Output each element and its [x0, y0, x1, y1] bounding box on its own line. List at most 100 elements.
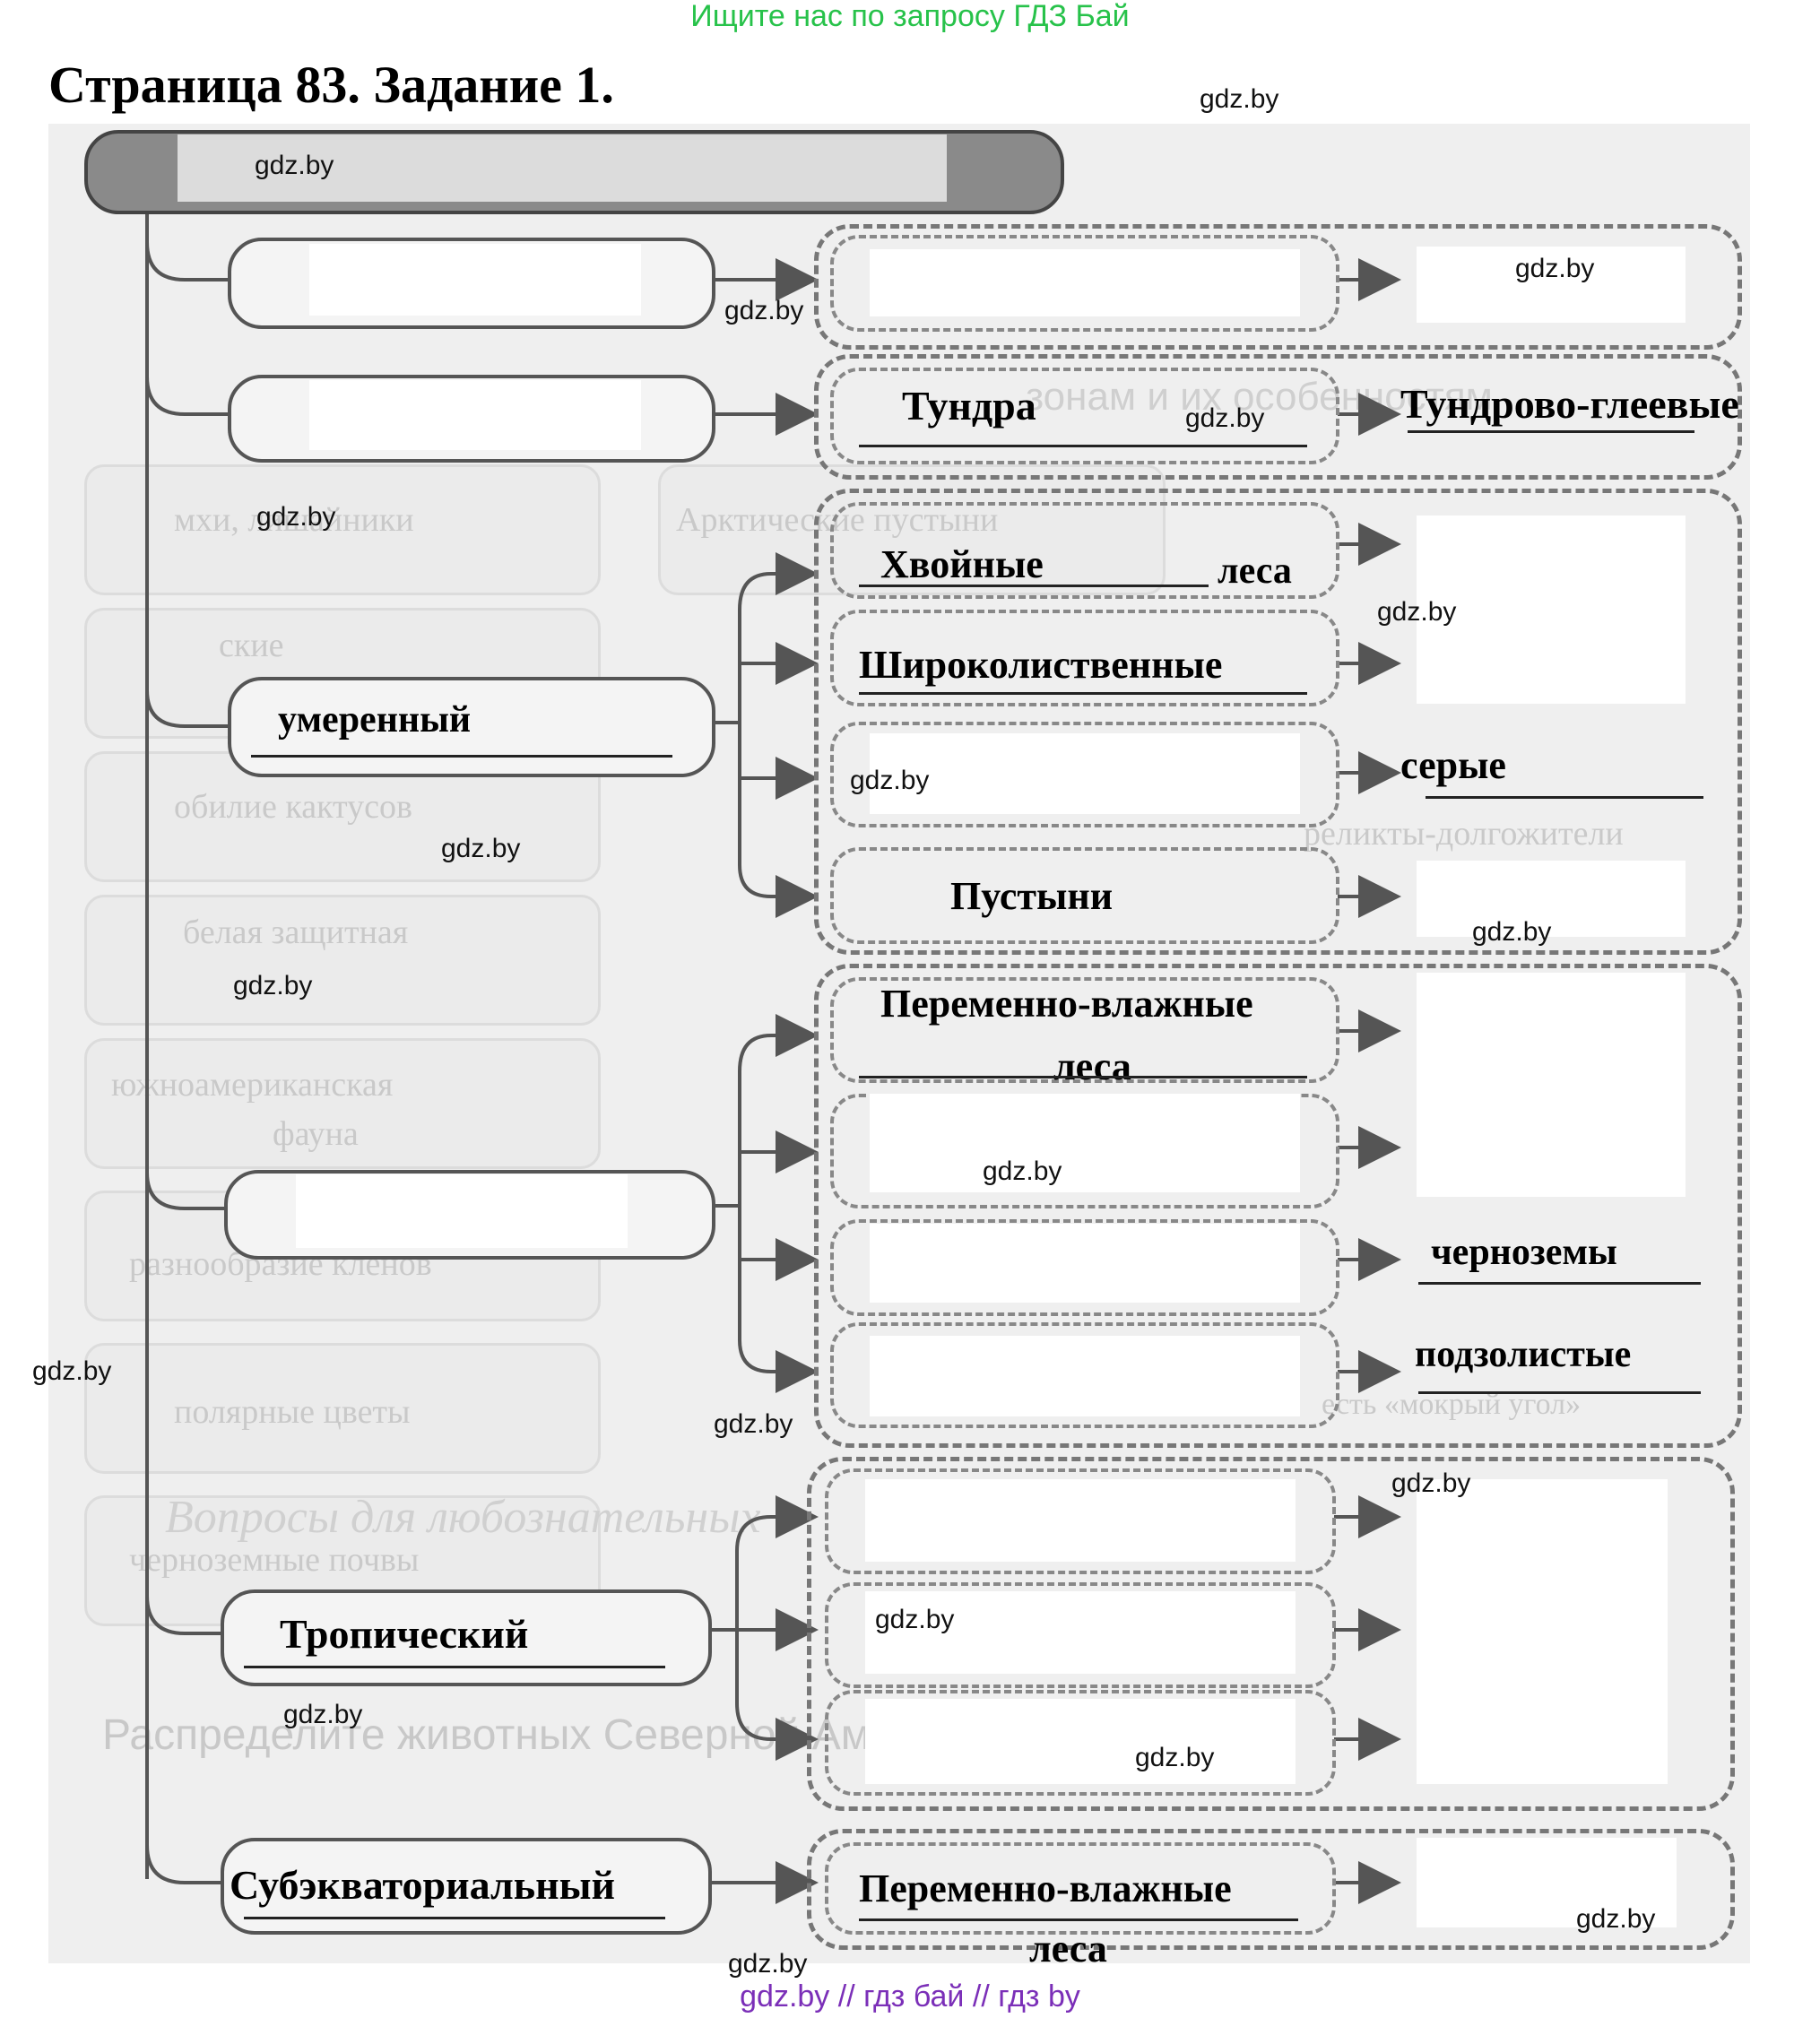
background-card [84, 895, 601, 1026]
answer-underline [859, 1076, 1307, 1078]
footer-links: gdz.by // гдз бай // гдз by [740, 1979, 1080, 2014]
zone-box[interactable] [825, 1842, 1336, 1935]
zone-group-1 [814, 224, 1742, 350]
zone-label-sub-variably-humid-2: леса [1029, 1927, 1107, 1970]
blank-answer[interactable] [865, 1479, 1296, 1562]
search-banner: Ищите нас по запросу ГДЗ Бай [690, 0, 1130, 33]
zone-box[interactable] [830, 1219, 1339, 1316]
watermark: gdz.by [875, 1605, 955, 1634]
watermark: gdz.by [1515, 254, 1595, 283]
blank-answer[interactable] [870, 733, 1300, 814]
blank-answer[interactable] [1417, 973, 1686, 1197]
answer-underline [1418, 1282, 1701, 1285]
blank-answer[interactable] [309, 380, 641, 450]
background-card [84, 1343, 601, 1474]
zone-box[interactable] [830, 368, 1339, 464]
answer-underline [859, 445, 1307, 447]
blank-answer[interactable] [870, 1336, 1300, 1416]
background-card [84, 1038, 601, 1169]
blank-answer[interactable] [870, 1224, 1300, 1303]
blank-answer[interactable] [1417, 1479, 1668, 1784]
zone-label-tundra: Тундра [902, 383, 1036, 429]
watermark: gdz.by [1391, 1468, 1471, 1498]
zone-box[interactable] [825, 1690, 1336, 1796]
answer-underline [859, 692, 1307, 695]
blank-answer[interactable] [1417, 1838, 1677, 1927]
zone-label-coniferous: Хвойные [880, 542, 1044, 586]
blank-answer[interactable] [865, 1591, 1296, 1674]
zone-label-sub-variably-humid: Переменно-влажные [859, 1866, 1232, 1910]
blank-answer[interactable] [1417, 515, 1686, 704]
watermark: gdz.by [1200, 84, 1279, 114]
zone-box[interactable] [825, 1468, 1336, 1574]
soil-label-chernozems: черноземы [1431, 1232, 1617, 1273]
watermark: gdz.by [1472, 917, 1552, 947]
blank-answer[interactable] [870, 1094, 1300, 1192]
background-text: Вопросы для любознательных [165, 1492, 761, 1543]
zone-box[interactable] [830, 722, 1339, 827]
zone-label-deserts: Пустыни [950, 874, 1114, 918]
zone-label-variably-humid-2: леса [1053, 1044, 1131, 1088]
zone-label-forests-suffix: леса [1218, 550, 1292, 592]
watermark: gdz.by [441, 834, 521, 863]
answer-underline [1426, 796, 1703, 799]
background-text: белая защитная [183, 914, 409, 951]
zone-group-tropical [807, 1457, 1735, 1811]
background-text: фауна [273, 1115, 359, 1153]
background-card [84, 464, 601, 595]
climate-label-subequatorial: Субэкваториальный [230, 1862, 616, 1908]
zone-box[interactable] [830, 977, 1339, 1083]
zone-box[interactable] [830, 502, 1339, 599]
zone-box[interactable] [830, 1322, 1339, 1428]
watermark: gdz.by [233, 971, 313, 1000]
watermark: gdz.by [1576, 1904, 1656, 1934]
background-text: ские [219, 627, 284, 664]
watermark: gdz.by [1377, 597, 1457, 627]
watermark: gdz.by [32, 1356, 112, 1386]
background-text: реликты-долгожители [1304, 815, 1624, 853]
zone-group-subequatorial [807, 1829, 1735, 1950]
blank-answer[interactable] [309, 244, 641, 316]
background-text: мхи, лишайники [174, 501, 414, 539]
blank-answer[interactable] [870, 249, 1300, 316]
answer-underline [244, 1666, 665, 1668]
zone-box[interactable] [830, 847, 1339, 944]
blank-answer[interactable] [296, 1174, 628, 1248]
background-text: зонам и их особенностям [1026, 375, 1493, 419]
blank-answer[interactable] [1417, 861, 1686, 937]
header-blank [178, 134, 947, 202]
zone-box[interactable] [830, 610, 1339, 706]
climate-box-temperate[interactable] [228, 677, 715, 777]
zone-group-temperate [814, 489, 1742, 955]
watermark: gdz.by [1135, 1743, 1215, 1772]
blank-answer[interactable] [1417, 247, 1686, 323]
blank-answer[interactable] [865, 1699, 1296, 1784]
background-text: южноамериканская [111, 1066, 394, 1104]
answer-underline [859, 1918, 1298, 1921]
zone-box[interactable] [830, 235, 1339, 332]
answer-underline [251, 755, 672, 758]
watermark: gdz.by [728, 1949, 808, 1979]
background-text: обилие кактусов [174, 788, 412, 826]
watermark: gdz.by [255, 151, 334, 180]
answer-underline [1418, 1391, 1701, 1394]
climate-label-temperate: умеренный [278, 699, 472, 741]
zone-label-variably-humid: Переменно-влажные [880, 982, 1253, 1026]
background-text: полярные цветы [174, 1393, 411, 1431]
soil-label-gray: серые [1400, 743, 1506, 787]
zone-box[interactable] [825, 1582, 1336, 1688]
climate-box-tropical[interactable] [221, 1589, 712, 1686]
soil-label-podzolic: подзолистые [1415, 1334, 1632, 1375]
background-card [658, 464, 1166, 595]
watermark: gdz.by [983, 1156, 1062, 1186]
answer-underline [1408, 430, 1694, 433]
zone-group-2 [814, 354, 1742, 480]
watermark: gdz.by [283, 1700, 363, 1729]
watermark: gdz.by [1185, 403, 1265, 433]
zone-label-broadleaf: Широколиственные [859, 643, 1223, 687]
soil-label-tundra-gley: Тундрово-глеевые [1400, 381, 1739, 427]
watermark: gdz.by [256, 502, 336, 532]
watermark: gdz.by [850, 766, 930, 795]
background-text: черноземные почвы [129, 1541, 420, 1579]
